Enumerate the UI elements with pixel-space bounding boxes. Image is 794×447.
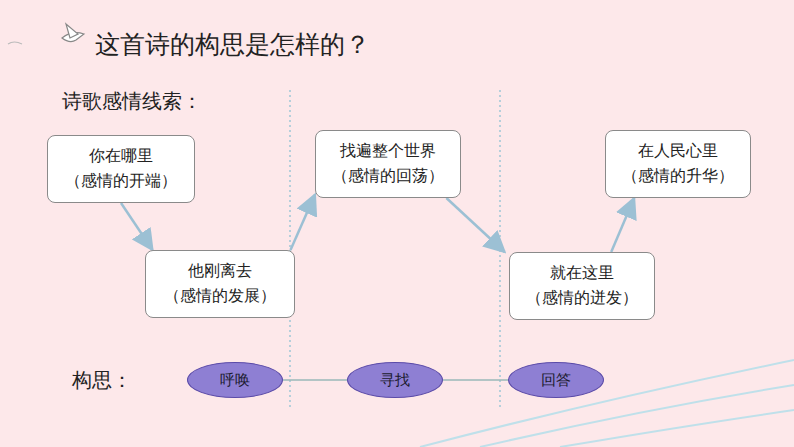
- box-heading: 就在这里: [550, 261, 614, 286]
- concept-oval: 回答: [508, 362, 604, 398]
- flow-arrow: [446, 198, 504, 252]
- emotion-box: 就在这里（感情的迸发）: [509, 252, 655, 320]
- flow-arrow: [611, 198, 634, 252]
- bird-icon: [8, 24, 84, 44]
- emotion-box: 在人民心里（感情的升华）: [605, 130, 751, 198]
- flow-arrow: [121, 203, 153, 250]
- box-heading: 寻找: [380, 371, 410, 390]
- box-note: （感情的开端）: [65, 169, 177, 194]
- box-heading: 呼唤: [220, 371, 250, 390]
- box-heading: 你在哪里: [89, 144, 153, 169]
- emotion-box: 你在哪里（感情的开端）: [47, 135, 195, 203]
- box-heading: 回答: [541, 371, 571, 390]
- concept-oval: 呼唤: [187, 362, 283, 398]
- concept-oval: 寻找: [347, 362, 443, 398]
- box-note: （感情的升华）: [622, 164, 734, 189]
- wave-decoration: [420, 360, 794, 447]
- link-line: [443, 379, 508, 381]
- divider-line: [290, 90, 500, 410]
- label-text: 构思：: [72, 367, 132, 394]
- slide-title: 这首诗的构思是怎样的？: [95, 28, 370, 61]
- emotion-box: 找遍整个世界（感情的回荡）: [315, 130, 461, 198]
- emotion-box: 他刚离去（感情的发展）: [145, 250, 295, 318]
- box-note: （感情的迸发）: [526, 286, 638, 311]
- box-heading: 他刚离去: [188, 259, 252, 284]
- label-text: 诗歌感情线索：: [62, 88, 202, 115]
- flow-arrow: [291, 195, 316, 250]
- box-note: （感情的发展）: [164, 284, 276, 309]
- box-note: （感情的回荡）: [332, 164, 444, 189]
- box-heading: 在人民心里: [638, 139, 718, 164]
- link-line: [283, 379, 347, 381]
- box-heading: 找遍整个世界: [340, 139, 436, 164]
